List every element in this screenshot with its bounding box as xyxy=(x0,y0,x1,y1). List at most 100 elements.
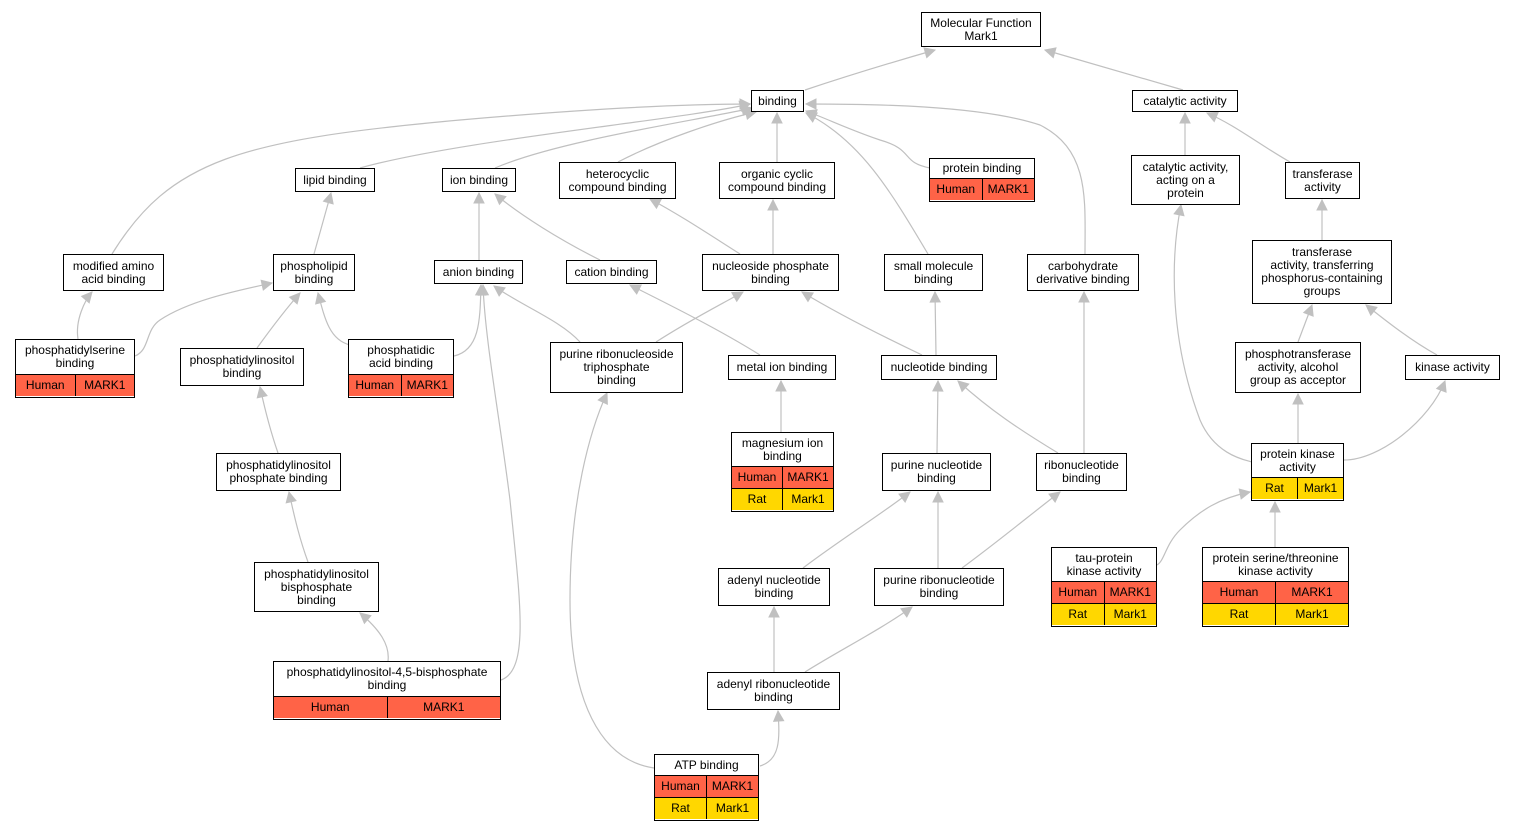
node-kinase-activity[interactable]: kinase activity xyxy=(1405,355,1500,380)
node-anion-binding[interactable]: anion binding xyxy=(434,260,523,284)
node-label-line: purine nucleotide xyxy=(890,458,983,472)
edge-arrowhead xyxy=(1269,500,1281,513)
node-label-line: phosphatidylinositol xyxy=(226,458,331,472)
node-label-line: binding xyxy=(914,271,953,286)
node-label: protein binding xyxy=(930,159,1034,178)
edge-arrowhead xyxy=(649,198,662,210)
edge-arrowhead xyxy=(597,391,608,405)
edge xyxy=(804,49,936,91)
node-label: kinase activity xyxy=(1406,356,1499,379)
edge xyxy=(934,291,937,356)
node-label-line: protein serine/threonine xyxy=(1212,550,1339,565)
gene-cell: Mark1 xyxy=(782,489,833,510)
node-label-line: binding xyxy=(751,271,790,286)
node-label-line: nucleoside phosphate xyxy=(712,258,829,273)
node-label-line: adenyl nucleotide xyxy=(727,573,821,587)
node-label-line: acid binding xyxy=(81,271,146,286)
node-label-line: groups xyxy=(1303,284,1341,298)
edge xyxy=(494,107,753,169)
node-label-line: binding xyxy=(763,448,802,463)
edge-arrowhead xyxy=(1048,491,1061,503)
edge-arrowhead xyxy=(256,385,268,399)
node-label-line: phosphatidylinositol xyxy=(189,353,295,367)
gene-cell: MARK1 xyxy=(706,776,758,797)
gene-cell: Mark1 xyxy=(1275,604,1348,625)
node-label-line: ATP binding xyxy=(674,757,739,772)
node-label-line: derivative binding xyxy=(1036,271,1130,286)
edge-arrowhead xyxy=(1043,47,1057,59)
edge xyxy=(961,491,1061,569)
node-nucleotide-binding[interactable]: nucleotide binding xyxy=(881,355,997,380)
species-cell: Rat xyxy=(671,801,690,815)
node-ion-binding[interactable]: ion binding xyxy=(442,168,516,192)
node-label-line: organic cyclic xyxy=(740,166,814,181)
node-label-line: acting on a xyxy=(1156,172,1215,187)
node-label-line: group as acceptor xyxy=(1249,373,1347,387)
node-label-line: phosphatidylserine xyxy=(24,343,126,357)
edge-arrowhead xyxy=(260,279,274,291)
node-metal-ion-binding[interactable]: metal ion binding xyxy=(728,355,836,380)
node-label-line: transferase xyxy=(1291,245,1353,259)
node-label-line: binding xyxy=(917,471,956,485)
node-label-line: modified amino xyxy=(72,258,155,273)
node-label: ATP binding xyxy=(655,755,758,775)
species-cell: Human xyxy=(661,779,700,793)
node-label-line: activity xyxy=(1304,179,1341,194)
node-catalytic-activity[interactable]: catalytic activity xyxy=(1132,90,1238,112)
node-label-line: acid binding xyxy=(368,356,434,370)
node-label: anion binding xyxy=(435,261,522,283)
node-label-line: protein binding xyxy=(942,161,1022,175)
node-cation-binding[interactable]: cation binding xyxy=(566,260,657,284)
edge-arrowhead xyxy=(900,606,913,618)
node-label-line: phospholipid xyxy=(280,258,348,273)
node-label-line: phosphate binding xyxy=(229,471,328,485)
node-label-line: adenyl ribonucleotide xyxy=(716,677,831,691)
edge-arrowhead xyxy=(359,612,372,625)
edge xyxy=(801,291,923,356)
node-binding[interactable]: binding xyxy=(751,90,804,112)
edge xyxy=(617,111,757,163)
node-lipid-binding[interactable]: lipid binding xyxy=(295,168,375,192)
node-label-line: heterocyclic xyxy=(585,166,650,181)
